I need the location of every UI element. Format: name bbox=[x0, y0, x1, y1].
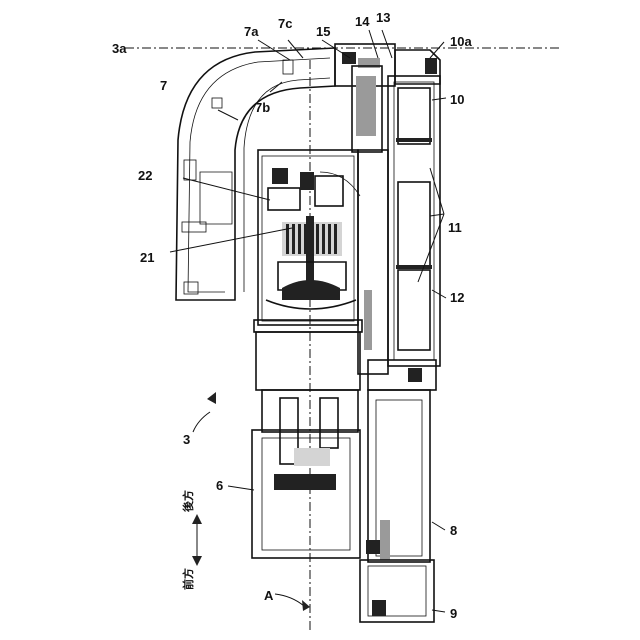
arrow-head-a bbox=[302, 600, 310, 611]
label-22: 22 bbox=[138, 168, 152, 183]
label-6: 6 bbox=[216, 478, 223, 493]
label-10a: 10a bbox=[450, 34, 472, 49]
direction-indicator bbox=[192, 514, 202, 566]
label-9: 9 bbox=[450, 606, 457, 621]
label-a: A bbox=[264, 588, 274, 603]
label-7: 7 bbox=[160, 78, 167, 93]
label-7c: 7c bbox=[278, 16, 292, 31]
label-15: 15 bbox=[316, 24, 330, 39]
label-7a: 7a bbox=[244, 24, 259, 39]
label-11: 11 bbox=[448, 220, 462, 235]
direction-front-label: 前方 bbox=[181, 568, 195, 590]
tip bbox=[360, 560, 434, 622]
label-3a: 3a bbox=[112, 41, 127, 56]
label-13: 13 bbox=[376, 10, 390, 25]
motor-housing bbox=[254, 150, 362, 332]
arrow-head-3 bbox=[207, 392, 216, 404]
direction-rear-label: 後方 bbox=[181, 490, 195, 512]
label-12: 12 bbox=[450, 290, 464, 305]
label-3: 3 bbox=[183, 432, 190, 447]
label-14: 14 bbox=[355, 14, 370, 29]
label-7b: 7b bbox=[255, 100, 270, 115]
handle bbox=[366, 390, 430, 562]
dust-cup bbox=[252, 332, 360, 558]
label-21: 21 bbox=[140, 250, 154, 265]
label-8: 8 bbox=[450, 523, 457, 538]
label-10: 10 bbox=[450, 92, 464, 107]
